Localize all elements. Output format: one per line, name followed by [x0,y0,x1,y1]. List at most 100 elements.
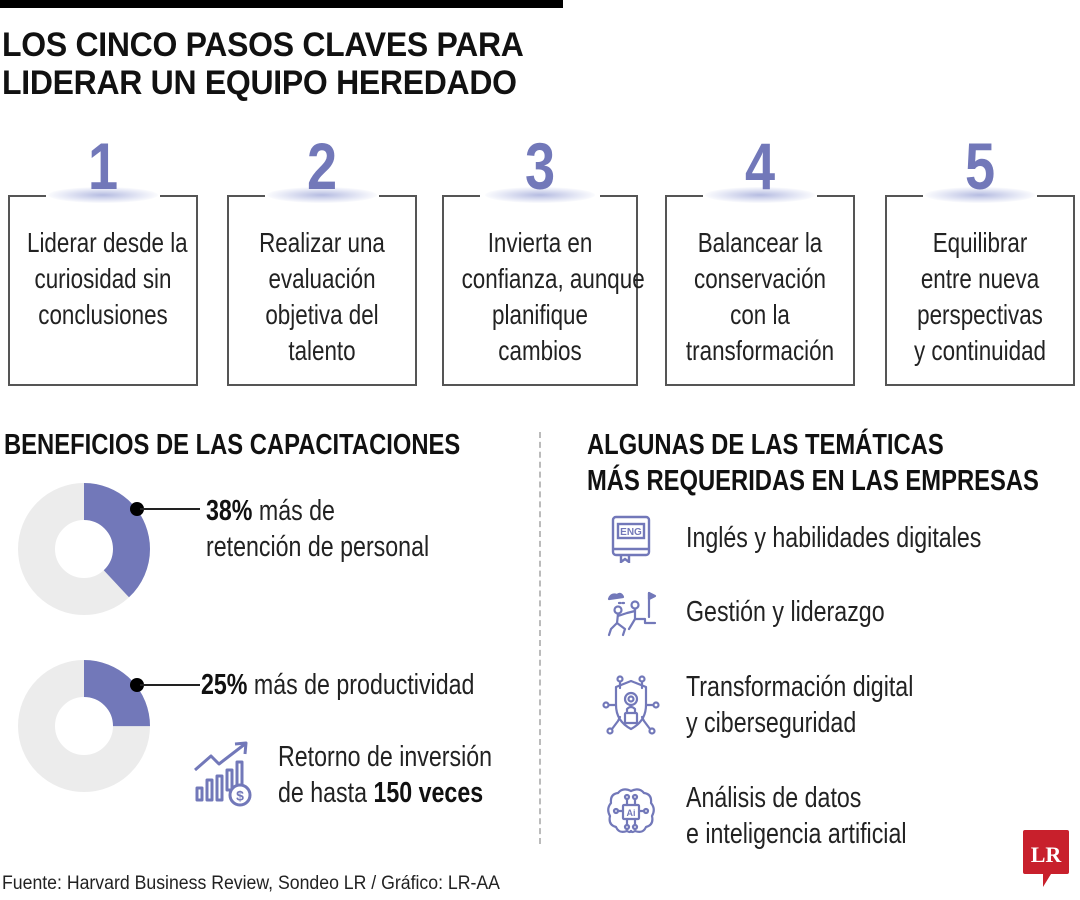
step-number: 1 [87,129,119,203]
stat-roi: Retorno de inversión de hasta 150 veces [278,739,492,811]
step-card-4: 4 Balancear la conservación con la trans… [665,133,855,386]
topic-label: Inglés y habilidades digitales [686,522,982,554]
step-card-1: 1 Liderar desde la curiosidad sin conclu… [8,133,198,386]
step-text-line: planifique [492,299,588,330]
step-text-line: curiosidad sin [34,263,172,294]
callout-line [140,684,200,686]
number-glow [485,187,595,203]
step-card-2: 2 Realizar una evaluación objetiva del t… [227,133,417,386]
section-divider [539,432,541,844]
step-text-line: objetiva del [265,299,379,330]
topics-title-line-1: ALGUNAS DE LAS TEMÁTICAS [587,429,944,461]
donut-chart-retention [18,483,150,615]
topic-item-data-ai: Análisis de datos e inteligencia artific… [686,780,907,852]
step-text-line: entre nueva [920,263,1040,294]
step-text-line: Equilibrar [932,227,1028,258]
cybersecurity-shield-icon [602,675,660,735]
stat-label: más de productividad [247,669,475,701]
number-glow [267,187,377,203]
number-glow [925,187,1035,203]
step-number: 3 [524,129,556,203]
step-text-line: evaluación [268,263,376,294]
growth-chart-dollar-icon: $ [194,741,252,807]
step-card-3: 3 Invierta en confianza, aunque planifiq… [442,133,645,386]
frame-top-right [379,195,417,197]
step-text: Balancear la conservación con la transfo… [684,225,836,369]
benefits-title: BENEFICIOS DE LAS CAPACITACIONES [4,429,461,461]
ai-brain-icon: Ai [607,788,655,834]
step-text-line: Balancear la [697,227,823,258]
roi-value: 150 veces [373,777,484,809]
frame-top-left [227,195,265,197]
step-text-line: confianza, aunque [461,263,645,294]
step-text-line: conservación [694,263,826,294]
stat-value: 25% [201,669,248,701]
step-frame [665,195,855,386]
step-frame [8,195,198,386]
step-frame [885,195,1075,386]
stat-retention: 38% más de retención de personal [206,493,429,565]
step-text-line: cambios [498,335,582,366]
step-text: Liderar desde la curiosidad sin conclusi… [27,225,188,333]
source-footer: Fuente: Harvard Business Review, Sondeo … [2,873,500,894]
frame-top-left [442,195,480,197]
frame-top-right [160,195,198,197]
step-number: 5 [964,129,996,203]
step-number: 4 [744,129,776,203]
callout-dot [130,678,144,692]
step-text: Equilibrar entre nueva perspectivas y co… [904,225,1056,369]
step-text-line: perspectivas [917,299,1043,330]
topic-label: Gestión y liderazgo [686,596,885,628]
stat-productivity: 25% más de productividad [201,667,474,703]
frame-top-right [600,195,638,197]
step-number: 2 [306,129,338,203]
frame-top-right [817,195,855,197]
step-text-line: Realizar una [259,227,385,258]
step-text-line: y continuidad [913,335,1046,366]
frame-top-left [8,195,46,197]
stat-label: retención de personal [206,531,430,563]
step-text-line: Liderar desde la [27,227,188,258]
frame-top-left [665,195,703,197]
topics-title: ALGUNAS DE LAS TEMÁTICAS MÁS REQUERIDAS … [587,427,1039,499]
step-card-5: 5 Equilibrar entre nueva perspectivas y … [885,133,1075,386]
topic-item-cybersecurity: Transformación digital y ciberseguridad [686,669,913,741]
topic-item-leadership: Gestión y liderazgo [686,594,885,630]
step-text-line: transformación [685,335,835,366]
step-text: Realizar una evaluación objetiva del tal… [246,225,398,369]
topic-label: Análisis de datos [686,782,862,814]
svg-text:Ai: Ai [627,808,636,818]
roi-line-1: Retorno de inversión [278,741,493,773]
title-line-2: LIDERAR UN EQUIPO HEREDADO [2,64,517,102]
svg-text:ENG: ENG [620,527,642,538]
step-text-line: Invierta en [487,227,593,258]
frame-top-left [885,195,923,197]
roi-line-2: de hasta [278,777,374,809]
leadership-climb-icon [607,591,657,637]
frame-top-right [1037,195,1075,197]
step-frame [442,195,638,386]
callout-line [140,508,200,510]
step-text: Invierta en confianza, aunque planifique… [461,225,645,369]
stat-value: 38% [206,495,253,527]
topics-title-line-2: MÁS REQUERIDAS EN LAS EMPRESAS [587,465,1039,497]
page-title: LOS CINCO PASOS CLAVES PARA LIDERAR UN E… [2,26,524,102]
step-text-line: talento [288,335,356,366]
step-frame [227,195,417,386]
step-text-line: con la [730,299,790,330]
topic-label: e inteligencia artificial [686,818,907,850]
title-line-1: LOS CINCO PASOS CLAVES PARA [2,26,524,64]
donut-chart-productivity [18,660,150,792]
step-text-line: conclusiones [38,299,168,330]
stat-label: más de [252,495,335,527]
svg-text:$: $ [236,788,244,804]
english-book-icon: ENG [611,515,651,563]
number-glow [705,187,815,203]
topic-label: Transformación digital [686,671,914,703]
callout-dot [130,502,144,516]
svg-text:LR: LR [1031,842,1063,867]
topic-item-english: Inglés y habilidades digitales [686,520,981,556]
lr-logo: LR [1023,830,1069,887]
number-glow [48,187,158,203]
top-rule [0,0,563,8]
